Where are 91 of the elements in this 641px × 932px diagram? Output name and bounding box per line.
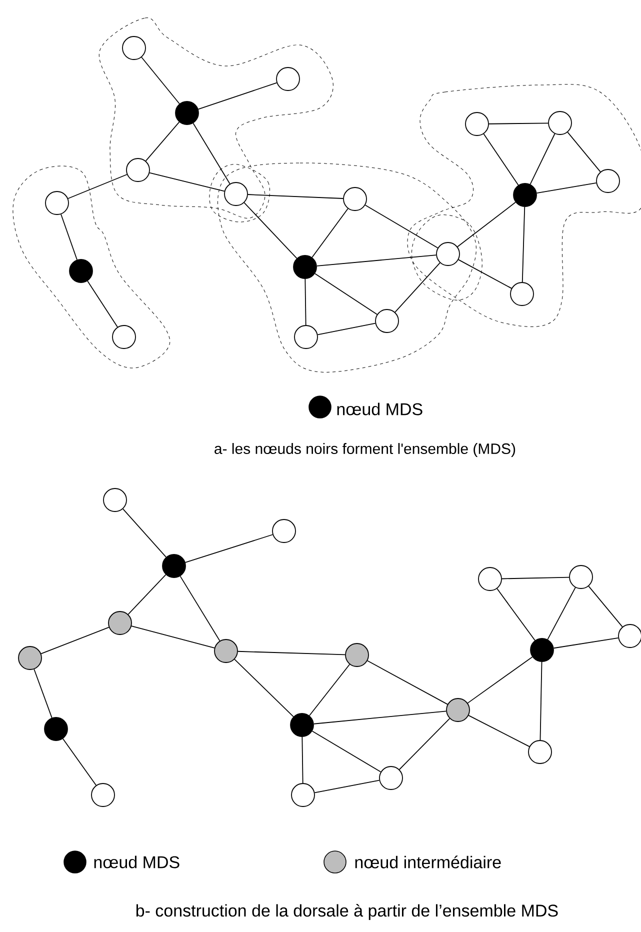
- network-node: [290, 713, 314, 737]
- link-line: [398, 718, 450, 770]
- link-line: [483, 133, 519, 186]
- network-node: [44, 717, 68, 741]
- network-node: [122, 36, 146, 60]
- network-node: [446, 698, 470, 722]
- network-node: [530, 638, 554, 662]
- link-line: [141, 56, 180, 104]
- link-line: [34, 668, 52, 718]
- link-line: [317, 322, 376, 336]
- link-line: [313, 710, 447, 724]
- network-node: [510, 282, 534, 306]
- network-node: [112, 325, 136, 349]
- link-line: [314, 780, 380, 794]
- figure-caption: b- construction de la dorsale à partir de l’ensemble MDS: [136, 904, 558, 920]
- network-node: [465, 112, 489, 136]
- link-line: [364, 204, 438, 248]
- network-node: [108, 611, 132, 635]
- link-line: [60, 214, 78, 260]
- figure-caption: a- les nœuds noirs forment l'ensemble (MDS): [214, 443, 516, 457]
- link-line: [488, 122, 548, 124]
- link-line: [149, 172, 225, 192]
- network-node: [294, 325, 318, 349]
- network-node: [379, 766, 403, 790]
- network-node: [343, 187, 367, 211]
- link-line: [145, 122, 180, 162]
- link-line: [302, 736, 304, 784]
- legend-label: nœud MDS: [94, 856, 180, 868]
- network-node: [214, 639, 238, 663]
- link-line: [304, 278, 306, 326]
- legend-label: nœud MDS: [337, 402, 422, 416]
- network-node: [569, 565, 593, 589]
- link-line: [128, 574, 166, 615]
- legend-label: nœud intermédiaire: [355, 856, 501, 868]
- network-node: [513, 183, 537, 207]
- network-node: [596, 169, 620, 193]
- link-line: [122, 508, 166, 558]
- link-line: [62, 738, 97, 786]
- link-line: [87, 280, 118, 328]
- network-node: [162, 554, 186, 578]
- link-line: [457, 202, 516, 248]
- link-line: [367, 660, 448, 705]
- link-line: [536, 182, 597, 194]
- link-line: [316, 254, 437, 266]
- network-node: [548, 111, 572, 135]
- network-node: [69, 259, 93, 283]
- link-line: [40, 626, 110, 654]
- link-line: [394, 262, 440, 313]
- network-node: [293, 255, 317, 279]
- network-node: [436, 242, 460, 266]
- network-node: [126, 158, 150, 182]
- network-node: [345, 643, 369, 667]
- link-line: [244, 202, 298, 259]
- link-line: [234, 658, 294, 718]
- network-node: [224, 182, 248, 206]
- network-node: [103, 488, 127, 512]
- link-line: [496, 588, 536, 641]
- link-line: [131, 626, 215, 648]
- link-line: [502, 576, 570, 580]
- link-line: [588, 586, 623, 628]
- link-line: [180, 576, 220, 642]
- network-node: [291, 783, 315, 807]
- link-line: [468, 715, 530, 747]
- network-node: [528, 740, 552, 764]
- link-line: [312, 208, 348, 258]
- network-node: [45, 191, 69, 215]
- network-node: [618, 624, 641, 648]
- network-node: [91, 783, 115, 807]
- link-line: [530, 133, 556, 185]
- link-line: [314, 273, 378, 315]
- network-node: [175, 101, 199, 125]
- link-line: [547, 587, 576, 640]
- link-line: [553, 637, 619, 649]
- link-line: [567, 132, 601, 172]
- link-line: [522, 206, 526, 282]
- link-line: [248, 194, 344, 199]
- link-line: [192, 122, 230, 184]
- network-node: [276, 67, 300, 91]
- link-line: [198, 82, 278, 110]
- network-node: [375, 309, 399, 333]
- link-line: [540, 662, 542, 741]
- network-node: [18, 646, 42, 670]
- network-node: [272, 519, 296, 543]
- link-line: [312, 730, 382, 772]
- link-line: [68, 174, 128, 199]
- link-line: [467, 656, 533, 704]
- link-line: [184, 534, 274, 563]
- link-line: [308, 664, 350, 716]
- link-line: [458, 259, 512, 289]
- link-line: [238, 650, 346, 656]
- network-node: [478, 567, 502, 591]
